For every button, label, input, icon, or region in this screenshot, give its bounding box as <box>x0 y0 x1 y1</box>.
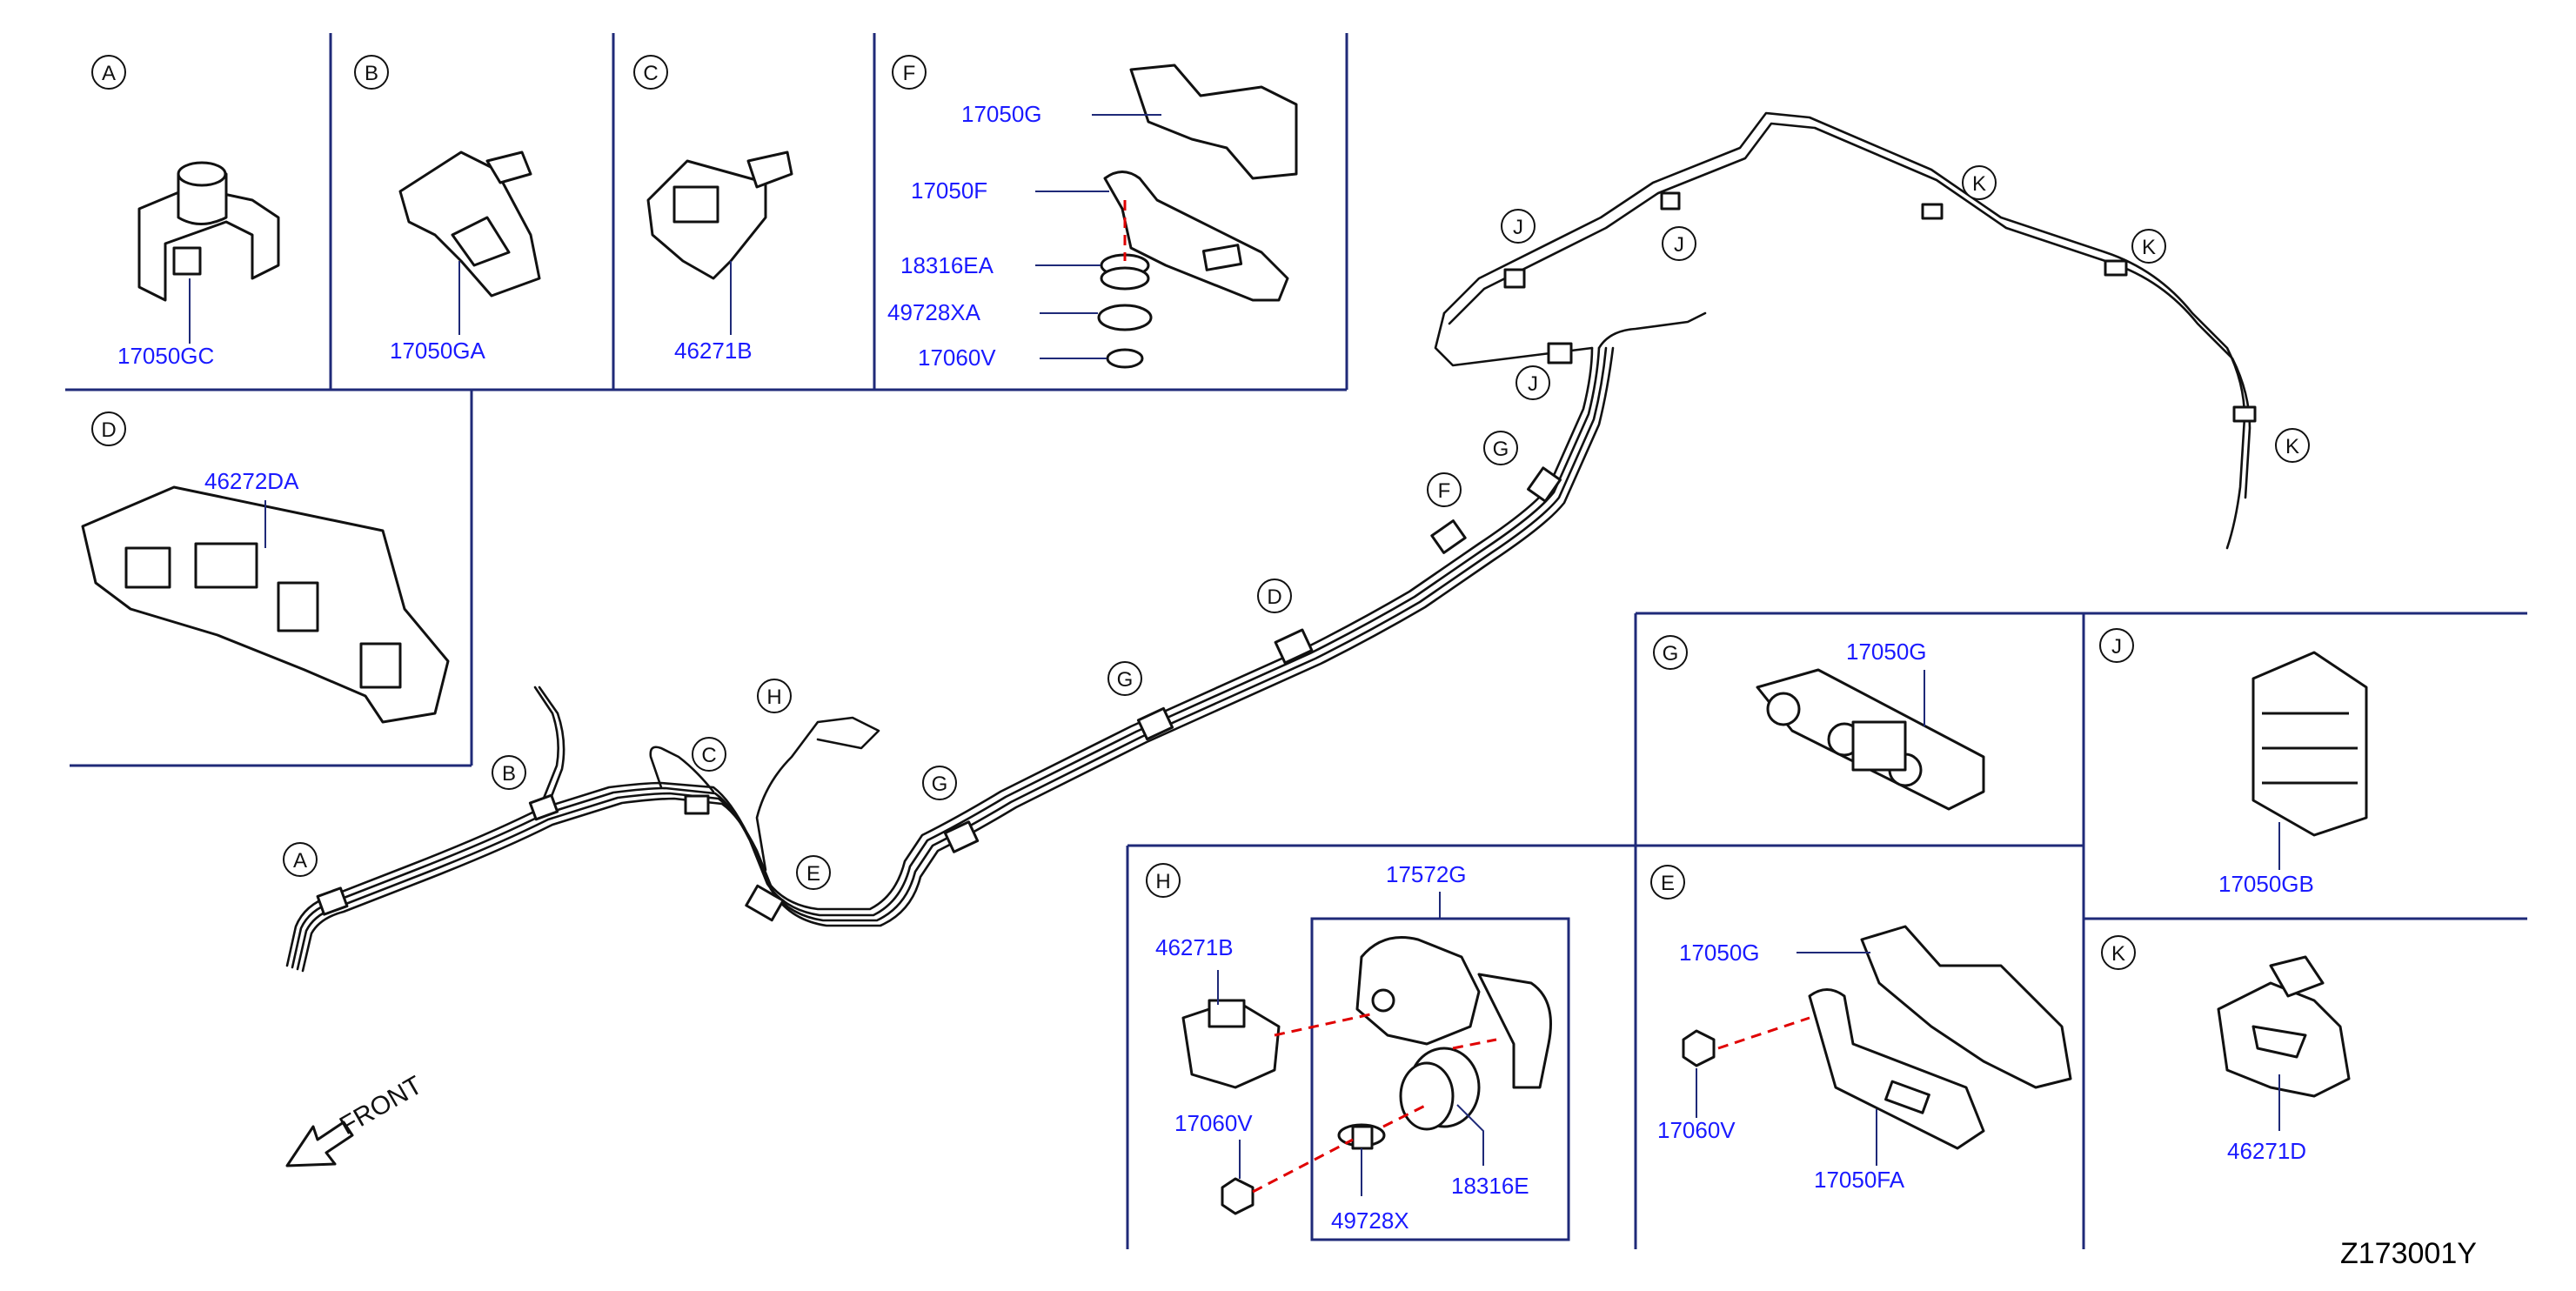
callout-F-main[interactable]: F <box>1427 472 1462 507</box>
callout-A-main[interactable]: A <box>283 842 318 877</box>
callout-K-main-3[interactable]: K <box>2275 428 2310 463</box>
part-46271D[interactable]: 46271D <box>2227 1138 2306 1164</box>
callout-C-detail[interactable]: C <box>633 55 668 90</box>
callout-A-detail[interactable]: A <box>91 55 126 90</box>
svg-text:K: K <box>2285 435 2299 458</box>
fuel-brake-tubes <box>285 111 2251 973</box>
callout-E-main[interactable]: E <box>796 855 831 890</box>
svg-text:G: G <box>932 773 948 796</box>
callout-E-detail[interactable]: E <box>1650 865 1685 900</box>
svg-text:D: D <box>1267 585 1281 609</box>
callout-C-main[interactable]: C <box>692 737 726 772</box>
svg-text:A: A <box>102 62 116 85</box>
part-17050G-detail-g[interactable]: 17050G <box>1846 639 1927 665</box>
callout-D-detail[interactable]: D <box>91 411 126 446</box>
part-46271B-detail[interactable]: 46271B <box>674 338 753 364</box>
part-17050G-detail-e[interactable]: 17050G <box>1679 940 1760 966</box>
callout-F-detail[interactable]: F <box>892 55 927 90</box>
svg-text:G: G <box>1117 668 1134 692</box>
callout-J-detail[interactable]: J <box>2099 628 2134 663</box>
callout-G-main-1[interactable]: G <box>922 766 957 800</box>
clip-17050GA-illustration <box>398 151 541 298</box>
detail-frames <box>65 33 2527 1249</box>
part-17572G[interactable]: 17572G <box>1386 861 1467 887</box>
part-17050GA[interactable]: 17050GA <box>390 338 486 364</box>
callout-K-main-2[interactable]: K <box>2131 229 2166 264</box>
part-46272DA[interactable]: 46272DA <box>204 468 299 494</box>
callout-K-detail[interactable]: K <box>2101 935 2136 970</box>
callout-D-main[interactable]: D <box>1257 579 1292 613</box>
svg-text:J: J <box>2111 635 2122 659</box>
part-number-labels: 17050GC 17050GA 46271B 17050G 17050F 183… <box>117 101 2314 1234</box>
svg-text:A: A <box>293 849 307 873</box>
front-label: FRONT <box>335 1071 427 1140</box>
clamp-46272DA-illustration <box>81 485 450 724</box>
clip-46271D-illustration <box>2217 955 2351 1098</box>
callout-H-main[interactable]: H <box>757 679 792 713</box>
svg-text:J: J <box>1513 216 1523 239</box>
part-17060V-detail-f[interactable]: 17060V <box>918 344 996 371</box>
svg-text:K: K <box>1972 172 1986 196</box>
part-46271B-detail-h[interactable]: 46271B <box>1155 934 1234 960</box>
bracket-17050FA-illustration <box>1682 925 2072 1150</box>
clip-17050GC-illustration <box>137 161 280 302</box>
diagram-id: Z173001Y <box>2340 1237 2477 1270</box>
pipe-clips <box>316 191 2257 922</box>
part-17050FA[interactable]: 17050FA <box>1814 1167 1905 1193</box>
svg-text:D: D <box>101 418 116 442</box>
part-17060V-detail-h[interactable]: 17060V <box>1174 1110 1253 1136</box>
svg-text:C: C <box>643 62 658 85</box>
callout-H-detail[interactable]: H <box>1146 863 1181 898</box>
svg-text:H: H <box>766 686 781 709</box>
front-direction-arrow: FRONT <box>285 1071 427 1167</box>
svg-text:E: E <box>1661 872 1675 895</box>
clip-17050G-detail-illustration <box>1756 668 1985 811</box>
svg-text:C: C <box>701 744 716 767</box>
callout-J-main-3[interactable]: J <box>1662 226 1696 261</box>
part-49728XA[interactable]: 49728XA <box>887 299 981 325</box>
svg-text:B: B <box>365 62 378 85</box>
svg-text:G: G <box>1663 642 1679 666</box>
svg-text:F: F <box>1438 479 1451 503</box>
callout-B-main[interactable]: B <box>492 755 526 790</box>
bracket-17050F-illustration <box>1097 64 1298 369</box>
callout-G-detail[interactable]: G <box>1653 635 1688 670</box>
part-17050GC[interactable]: 17050GC <box>117 343 214 369</box>
callout-J-main-2[interactable]: J <box>1501 209 1536 244</box>
part-17050GB[interactable]: 17050GB <box>2218 871 2314 897</box>
part-17050G-detail-f[interactable]: 17050G <box>961 101 1042 127</box>
callout-G-main-3[interactable]: G <box>1483 431 1518 465</box>
svg-text:F: F <box>903 62 916 85</box>
leader-lines <box>189 114 2280 1196</box>
callout-K-main-1[interactable]: K <box>1962 165 1997 200</box>
clip-17050GB-illustration <box>2251 651 2368 837</box>
callout-J-main-1[interactable]: J <box>1515 365 1550 400</box>
svg-text:E: E <box>806 862 820 886</box>
callout-circles: A B C F D G J H E K A B C H E G G D F G … <box>91 55 2310 970</box>
part-17060V-detail-e[interactable]: 17060V <box>1657 1117 1736 1143</box>
svg-text:K: K <box>2142 236 2156 259</box>
bracket-assembly-17572G-illustration <box>1181 917 1570 1241</box>
svg-text:H: H <box>1155 870 1170 893</box>
callout-G-main-2[interactable]: G <box>1107 661 1142 696</box>
svg-text:G: G <box>1493 438 1509 461</box>
svg-text:J: J <box>1528 372 1538 396</box>
clip-46271B-illustration <box>646 151 793 280</box>
part-17050F[interactable]: 17050F <box>911 177 987 204</box>
svg-text:B: B <box>502 762 516 786</box>
svg-text:J: J <box>1674 233 1684 257</box>
svg-text:K: K <box>2111 942 2125 966</box>
part-18316E[interactable]: 18316E <box>1451 1173 1529 1199</box>
callout-B-detail[interactable]: B <box>354 55 389 90</box>
part-49728X[interactable]: 49728X <box>1331 1207 1409 1234</box>
part-18316EA[interactable]: 18316EA <box>900 252 994 278</box>
